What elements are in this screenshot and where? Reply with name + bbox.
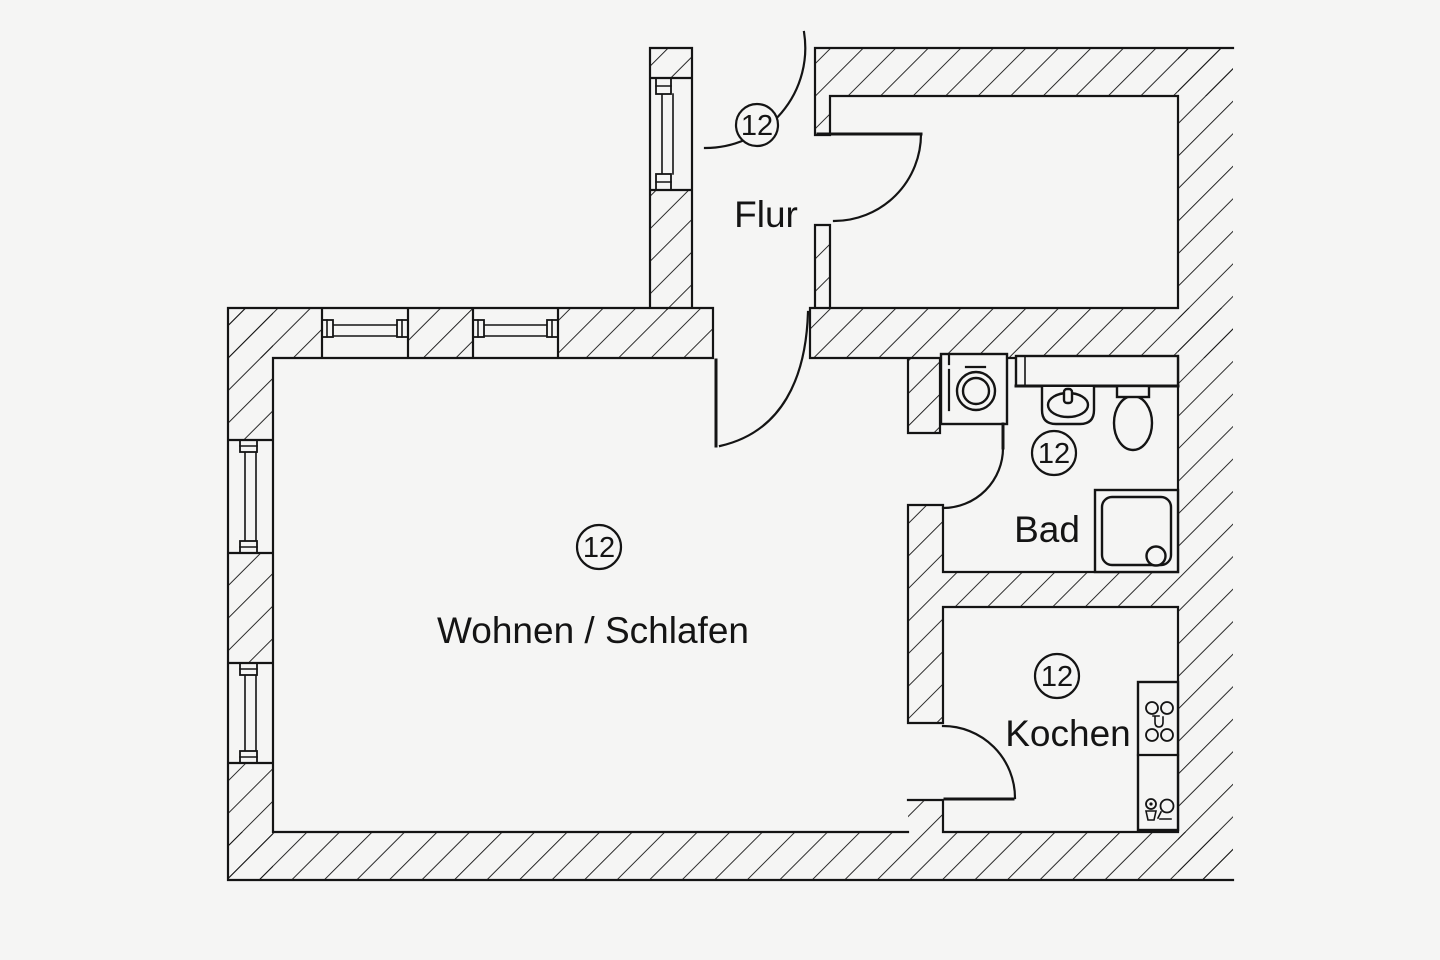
unit-circle [734,102,780,148]
unit-circle [1033,652,1081,700]
bath-sink-icon [1040,387,1096,426]
room-label-wohnen: Wohnen / Schlafen [437,610,749,651]
unit-badge-flur: 12 [734,102,780,148]
unit-badge-bad: 12 [1030,429,1078,477]
wall-bottom [228,832,1233,880]
stove-icon [1145,701,1174,742]
wall-wohnen-top [228,308,713,358]
wall-kochen-door-pier [908,800,943,832]
door-wohnen-to-bad [941,422,1005,510]
door-wohnen-to-kochen [941,724,1017,801]
window-icon [229,662,272,764]
window-icon [651,77,691,191]
unit-circle [1030,429,1078,477]
unit-number: 12 [1038,438,1070,470]
shower-icon [1093,488,1180,574]
entrance-door-swing [703,30,807,150]
washing-machine-icon [939,352,1009,426]
windows [229,77,691,764]
door-flur-to-wohnen [714,310,810,448]
wall-top [815,48,1233,96]
window-icon [472,309,559,357]
window-icon [229,439,272,554]
unit-number: 12 [583,532,615,564]
walls [228,48,1233,880]
window-icon [321,309,409,357]
wall-wohnen-bad [908,505,943,723]
wall-outlines [226,46,1235,882]
unit-number: 12 [1041,661,1073,693]
door-flur-to-room [816,132,923,223]
room-label-bad: Bad [1014,509,1080,550]
wall-middle-band [810,308,1233,358]
unit-badge-wohnen: 12 [575,523,623,571]
wall-flur-right-upper [815,96,830,135]
kitchen-sink-icon [1145,798,1175,821]
wall-washing-niche [908,358,940,433]
wall-bad-kochen [943,572,1178,607]
unit-number: 12 [741,110,773,142]
unit-circle [575,523,623,571]
bath-counter [1014,354,1180,388]
doors [703,30,1017,801]
wall-flur-right-lower [815,225,830,309]
toilet-icon [1112,384,1154,452]
unit-badge-kochen: 12 [1033,652,1081,700]
kitchen-counter [1136,680,1180,832]
wall-left [228,308,273,880]
wall-right [1178,48,1233,880]
room-label-flur: Flur [734,194,798,235]
room-label-kochen: Kochen [1005,713,1131,754]
